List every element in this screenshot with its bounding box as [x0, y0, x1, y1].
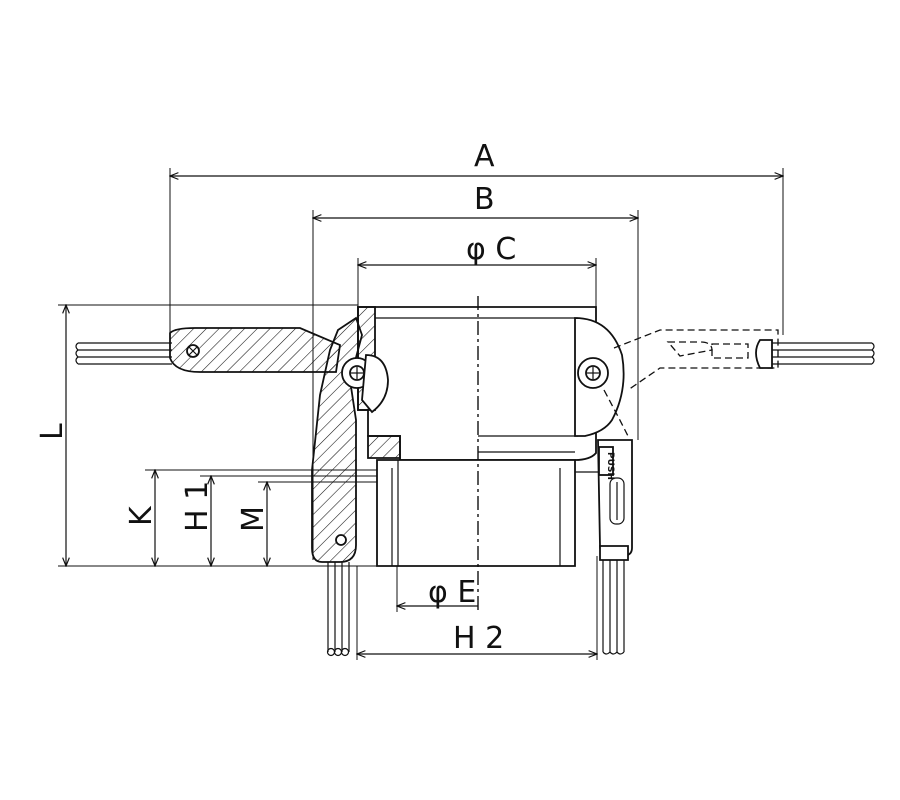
dim-M-label: M — [236, 506, 271, 532]
dim-H1-label: H 1 — [180, 481, 215, 532]
right-cam-arm — [574, 317, 779, 557]
dim-H2-label: H 2 — [453, 621, 504, 656]
dim-C-label: φ C — [466, 232, 516, 267]
left-ring-bundle — [75, 342, 172, 365]
left-cam-arm — [169, 316, 389, 563]
dim-A-label: A — [474, 139, 495, 174]
left-vertical-bundle — [326, 562, 350, 657]
extension-lines — [58, 168, 784, 660]
right-ring-bundle — [755, 339, 875, 369]
right-vertical-bundle — [599, 545, 629, 655]
dim-B-label: B — [474, 182, 495, 217]
coupler-body — [357, 306, 598, 567]
dim-K-label: K — [124, 505, 159, 526]
dim-L-label: L — [35, 423, 70, 440]
handle-rings — [75, 339, 875, 657]
dim-E-label: φ E — [428, 575, 476, 610]
push-label: PUSH — [605, 452, 615, 480]
dimension-lines — [66, 176, 783, 654]
